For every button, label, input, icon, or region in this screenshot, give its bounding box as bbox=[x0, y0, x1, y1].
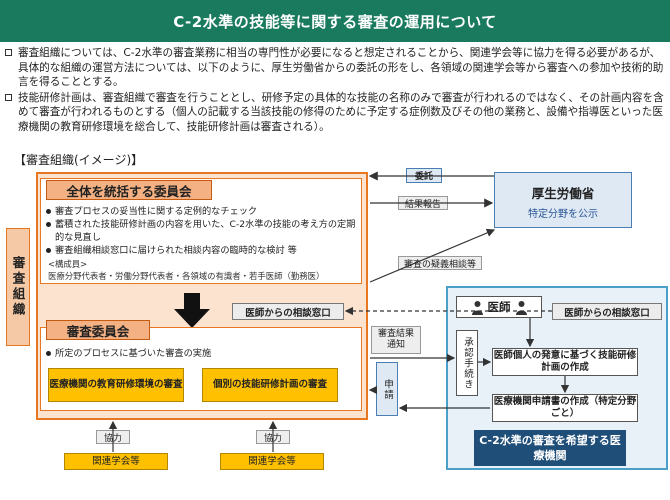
members-text: 医療分野代表者・労働分野代表者・各領域の有識者・若手医師（勤務医） bbox=[48, 270, 325, 281]
down-arrow-icon bbox=[174, 293, 210, 328]
review-committee-title: 審査委員会 bbox=[46, 320, 150, 340]
list-item-text: 審査組織相談窓口に届けられた相談内容の臨時的な検討 等 bbox=[55, 245, 297, 256]
overall-committee-list: 審査プロセスの妥当性に関する定例的なチェック 蓄積された技能研修計画の内容を用い… bbox=[44, 205, 358, 282]
doctor-consult-box: 医師からの相談窓口 bbox=[552, 303, 662, 320]
list-item: 審査プロセスの妥当性に関する定例的なチェック bbox=[44, 205, 358, 218]
bullet-item: 技能研修計画は、審査組織で審査を行うこととし、研修予定の具体的な技能の名称のみで… bbox=[4, 91, 666, 135]
list-item-text: 蓄積された技能研修計画の内容を用いた、C-2水準の技能の考え方の定期的な見直し bbox=[55, 219, 356, 243]
review-committee-list: 所定のプロセスに基づいた審査の実施 bbox=[44, 347, 344, 360]
review-env-box: 医療機関の教育研修環境の審査 bbox=[48, 368, 184, 402]
intro-bullets: 審査組織については、C-2水準の審査業務に相当の専門性が必要になると想定されるこ… bbox=[4, 46, 666, 135]
review-plan-box: 個別の技能研修計画の審査 bbox=[202, 368, 338, 402]
plan-create-box: 医師個人の発意に基づく技能研修計画の作成 bbox=[492, 348, 638, 376]
list-item: 所定のプロセスに基づいた審査の実施 bbox=[44, 347, 344, 360]
commission-label: 委託 bbox=[406, 168, 442, 183]
cooperation-label: 協力 bbox=[256, 430, 290, 444]
section-label: 【審査組織(イメージ)】 bbox=[14, 153, 144, 167]
list-item: 審査組織相談窓口に届けられた相談内容の臨時的な検討 等 bbox=[44, 244, 358, 257]
doctor-person-icon bbox=[515, 300, 527, 315]
mhlw-title: 厚生労働省 bbox=[531, 186, 595, 201]
bullet-dot-icon bbox=[46, 248, 51, 253]
overall-committee-title: 全体を統括する委員会 bbox=[46, 180, 212, 200]
mhlw-sub: 特定分野を公示 bbox=[528, 209, 598, 220]
doctor-label: 医師 bbox=[487, 300, 511, 314]
list-item-text: 審査プロセスの妥当性に関する定例的なチェック bbox=[55, 206, 258, 217]
bullet-text: 審査組織については、C-2水準の審査業務に相当の専門性が必要になると想定されるこ… bbox=[18, 47, 664, 88]
bullet-dot-icon bbox=[46, 222, 51, 227]
report-label: 結果報告 bbox=[398, 196, 448, 210]
application-create-box: 医療機関申請書の作成（特定分野ごと） bbox=[492, 394, 638, 422]
members-label: <構成員> bbox=[48, 259, 88, 269]
list-item-text: 所定のプロセスに基づいた審査の実施 bbox=[55, 348, 212, 359]
organization-side-label: 審査組織 bbox=[6, 228, 30, 346]
cooperation-label: 協力 bbox=[96, 430, 130, 444]
page-title: C-2水準の技能等に関する審査の運用について bbox=[0, 0, 670, 42]
bullet-item: 審査組織については、C-2水準の審査業務に相当の専門性が必要になると想定されるこ… bbox=[4, 46, 666, 90]
consult-window-box: 医師からの相談窓口 bbox=[232, 303, 344, 320]
societies-box: 関連学会等 bbox=[220, 453, 324, 470]
bullet-dot-icon bbox=[46, 351, 51, 356]
approval-procedure-label: 承認手続き bbox=[456, 330, 478, 396]
bullet-dot-icon bbox=[46, 209, 51, 214]
doctor-box: 医師 bbox=[456, 296, 542, 318]
inquiry-label: 審査の疑義相談等 bbox=[398, 256, 482, 270]
square-bullet-icon bbox=[5, 93, 12, 101]
societies-box: 関連学会等 bbox=[64, 453, 168, 470]
application-label: 申請 bbox=[376, 362, 398, 416]
doctor-person-icon bbox=[471, 300, 483, 315]
square-bullet-icon bbox=[5, 49, 12, 56]
hospital-box: C-2水準の審査を希望する医療機関 bbox=[474, 430, 626, 466]
mhlw-box: 厚生労働省 特定分野を公示 bbox=[494, 172, 632, 228]
result-notice-label: 審査結果通知 bbox=[371, 326, 421, 354]
bullet-text: 技能研修計画は、審査組織で審査を行うこととし、研修予定の具体的な技能の名称のみで… bbox=[18, 91, 664, 133]
list-item: 蓄積された技能研修計画の内容を用いた、C-2水準の技能の考え方の定期的な見直し bbox=[44, 218, 358, 244]
